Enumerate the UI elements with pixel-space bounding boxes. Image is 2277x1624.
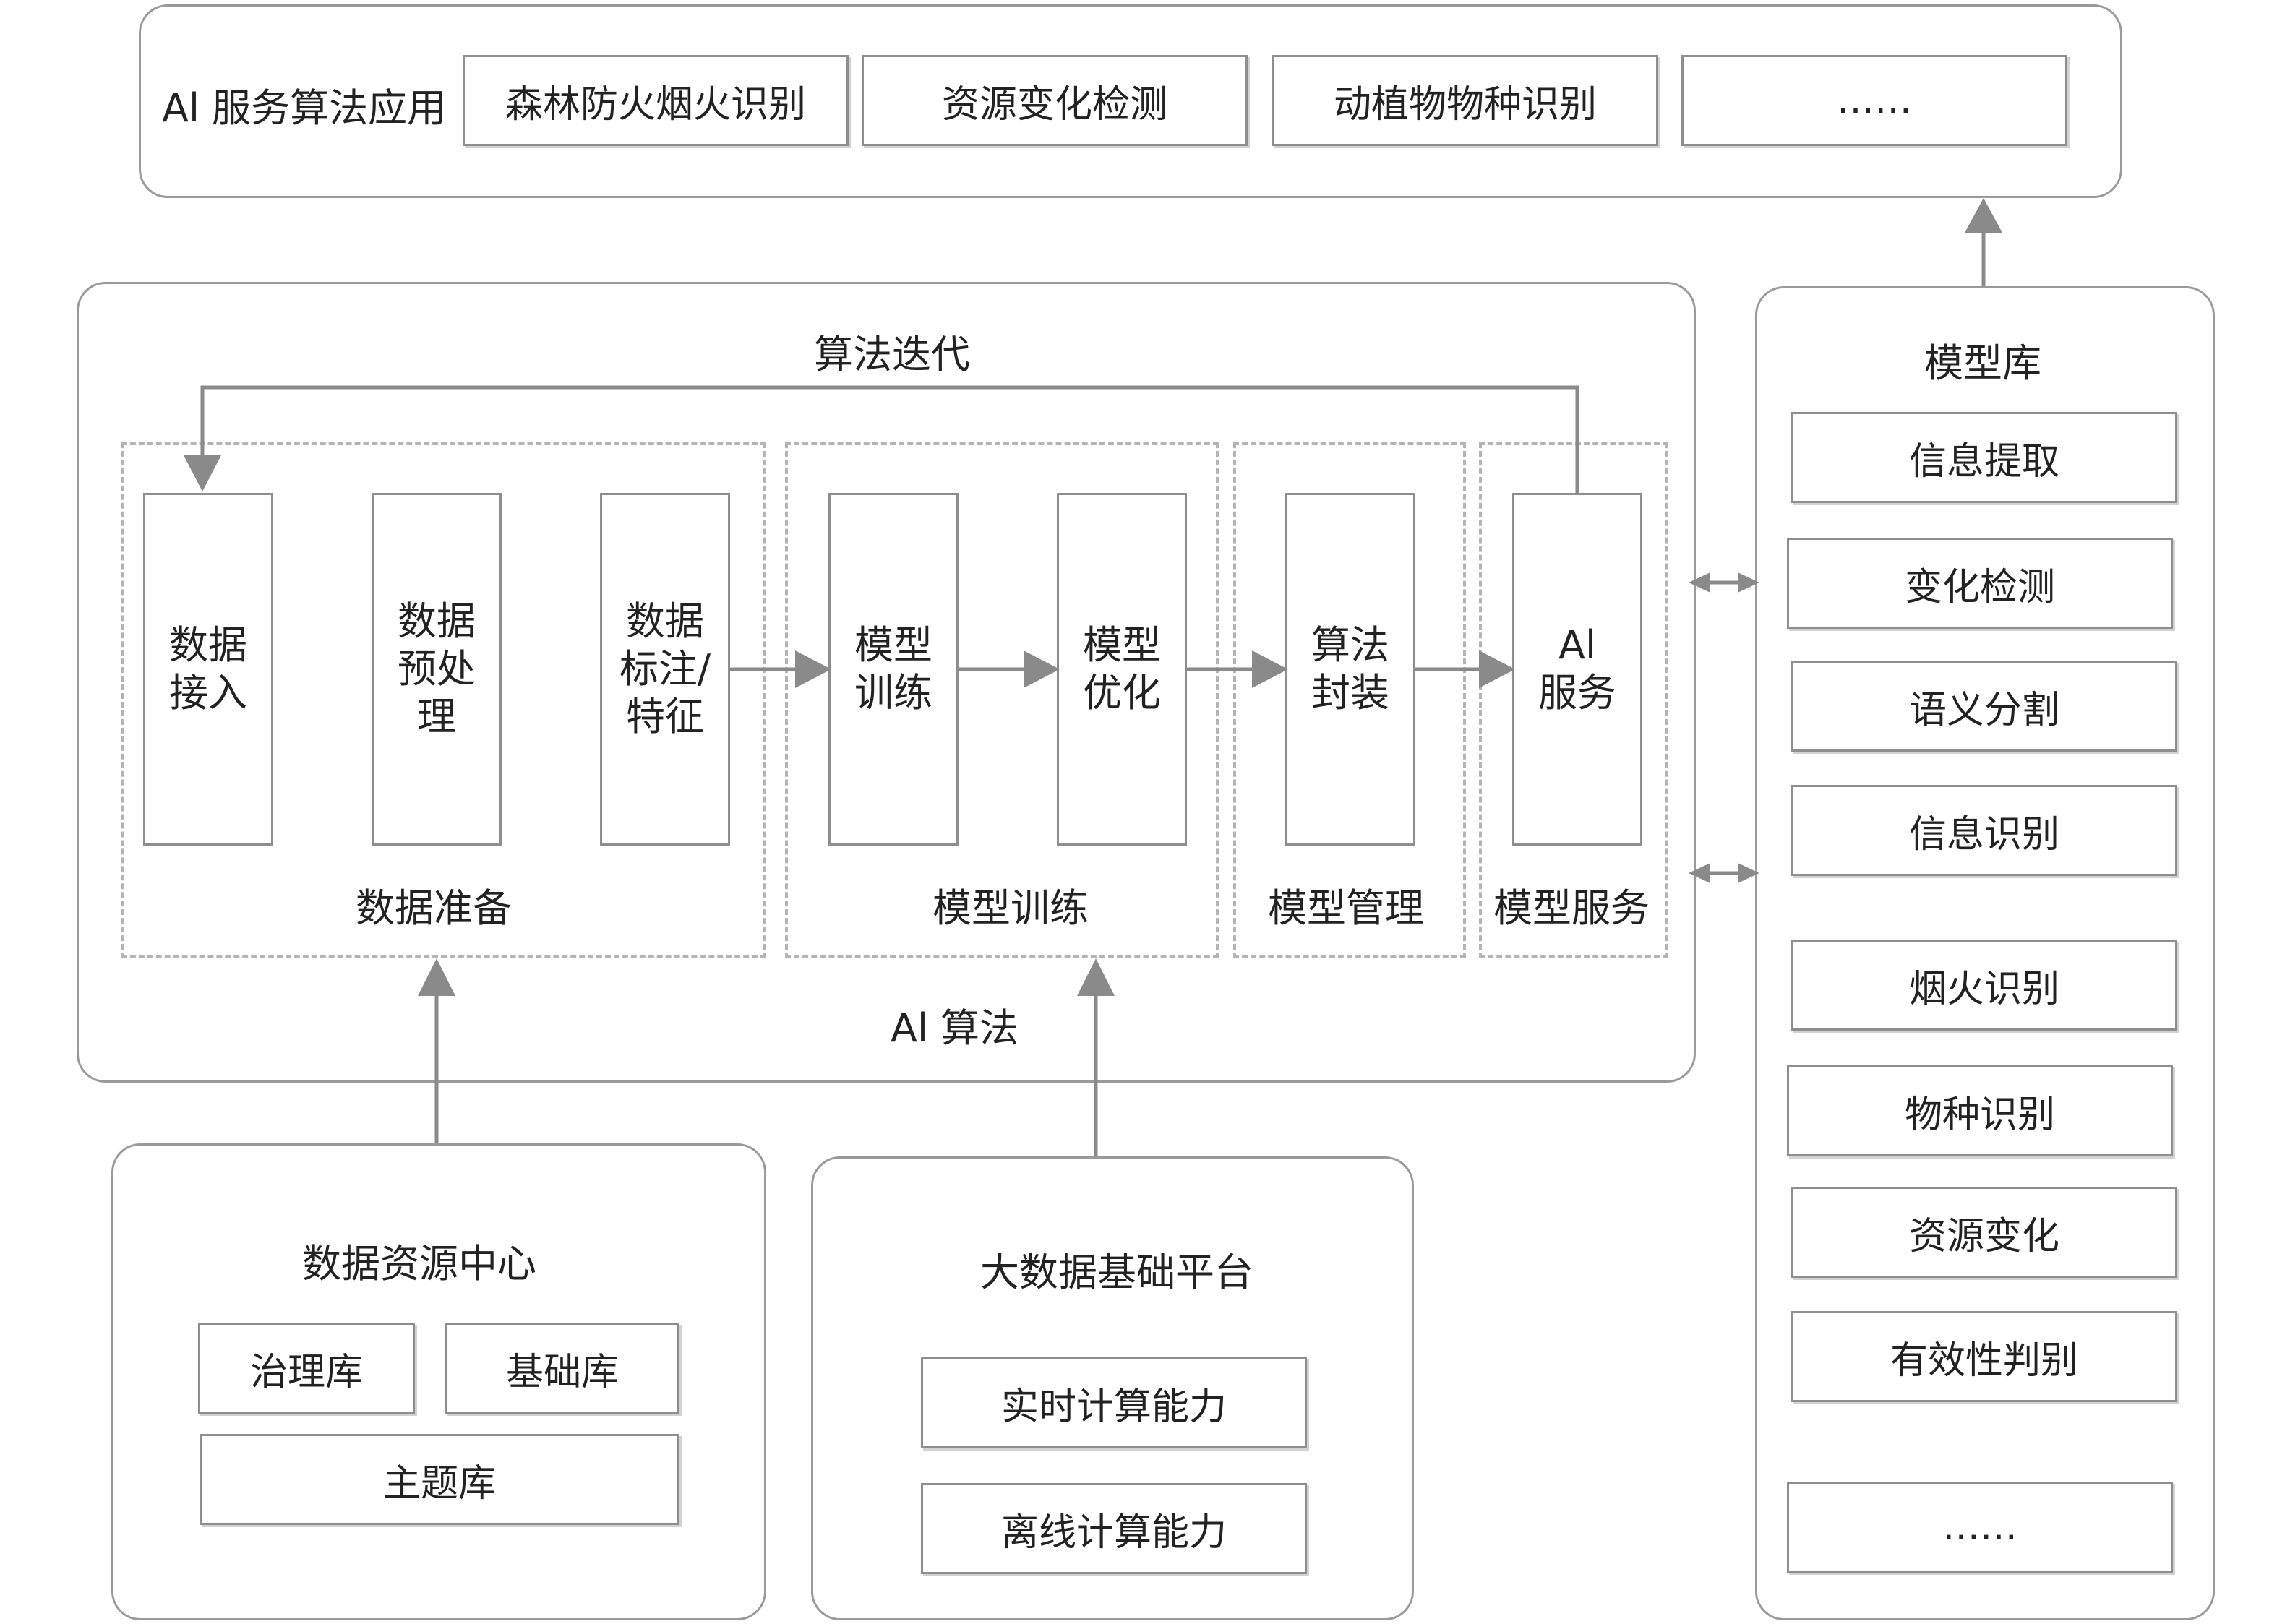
group-model-service [1479,442,1668,958]
model-semantic-segmentation: 语义分割 [1791,661,2177,752]
realtime-computing: 实时计算能力 [921,1357,1307,1448]
governance-library: 治理库 [198,1323,415,1414]
model-info-recognition: 信息识别 [1791,785,2177,876]
group-model-training [785,442,1219,958]
bidir-head-2l [1689,863,1710,883]
arrowhead-model-library [1965,198,2002,233]
model-info-extraction: 信息提取 [1791,412,2177,503]
ai-service-title: Al 服务算法应用 [162,85,447,131]
group-label-model-training: 模型训练 [932,885,1089,931]
step-data-preprocess: 数据预处理 [372,493,502,846]
bidir-head-1l [1689,572,1710,593]
group-data-prep [121,442,766,958]
bidir-head-2r [1738,863,1759,883]
group-label-model-service: 模型服务 [1493,885,1650,931]
app-forest-fire: 森林防火烟火识别 [463,55,849,146]
arrowhead-3 [1252,650,1288,688]
step-algorithm-packaging: 算法封装 [1285,493,1415,846]
group-model-management [1233,442,1466,958]
arrowhead-data-center [418,958,455,996]
model-library-title: 模型库 [1924,340,2041,386]
step-data-labeling: 数据标注/特征 [600,493,730,846]
big-data-platform-title: 大数据基础平台 [980,1250,1253,1295]
app-species-recognition: 动植物物种识别 [1272,55,1658,146]
base-library: 基础库 [445,1323,679,1414]
step-model-training: 模型训练 [828,493,959,846]
app-resource-change: 资源变化检测 [862,55,1248,146]
offline-computing: 离线计算能力 [921,1483,1307,1574]
group-label-data-prep: 数据准备 [356,885,512,931]
arrowhead-2 [1024,650,1060,688]
theme-library: 主题库 [200,1434,679,1525]
model-resource-change: 资源变化 [1791,1187,2177,1278]
arrowhead-loop [184,455,221,491]
step-data-access: 数据接入 [143,493,273,846]
model-species-recognition: 物种识别 [1787,1065,2173,1156]
model-smoke-fire-recognition: 烟火识别 [1791,940,2177,1031]
data-resource-center-title: 数据资源中心 [302,1241,536,1286]
bidir-head-1r [1738,572,1759,593]
arrowhead-4 [1479,650,1515,688]
algorithm-iteration-label: 算法迭代 [814,332,970,377]
model-validity-judgment: 有效性判别 [1791,1311,2177,1402]
ai-algorithm-label: Al 算法 [891,1005,1019,1051]
iteration-loop-line [200,385,1579,493]
model-more: …… [1787,1482,2173,1573]
model-change-detection: 变化检测 [1787,538,2173,629]
app-more: …… [1681,55,2067,146]
arrowhead-1 [795,650,831,688]
group-label-model-management: 模型管理 [1268,885,1424,931]
arrowhead-big-data [1077,958,1115,996]
step-model-optimization: 模型优化 [1057,493,1187,846]
